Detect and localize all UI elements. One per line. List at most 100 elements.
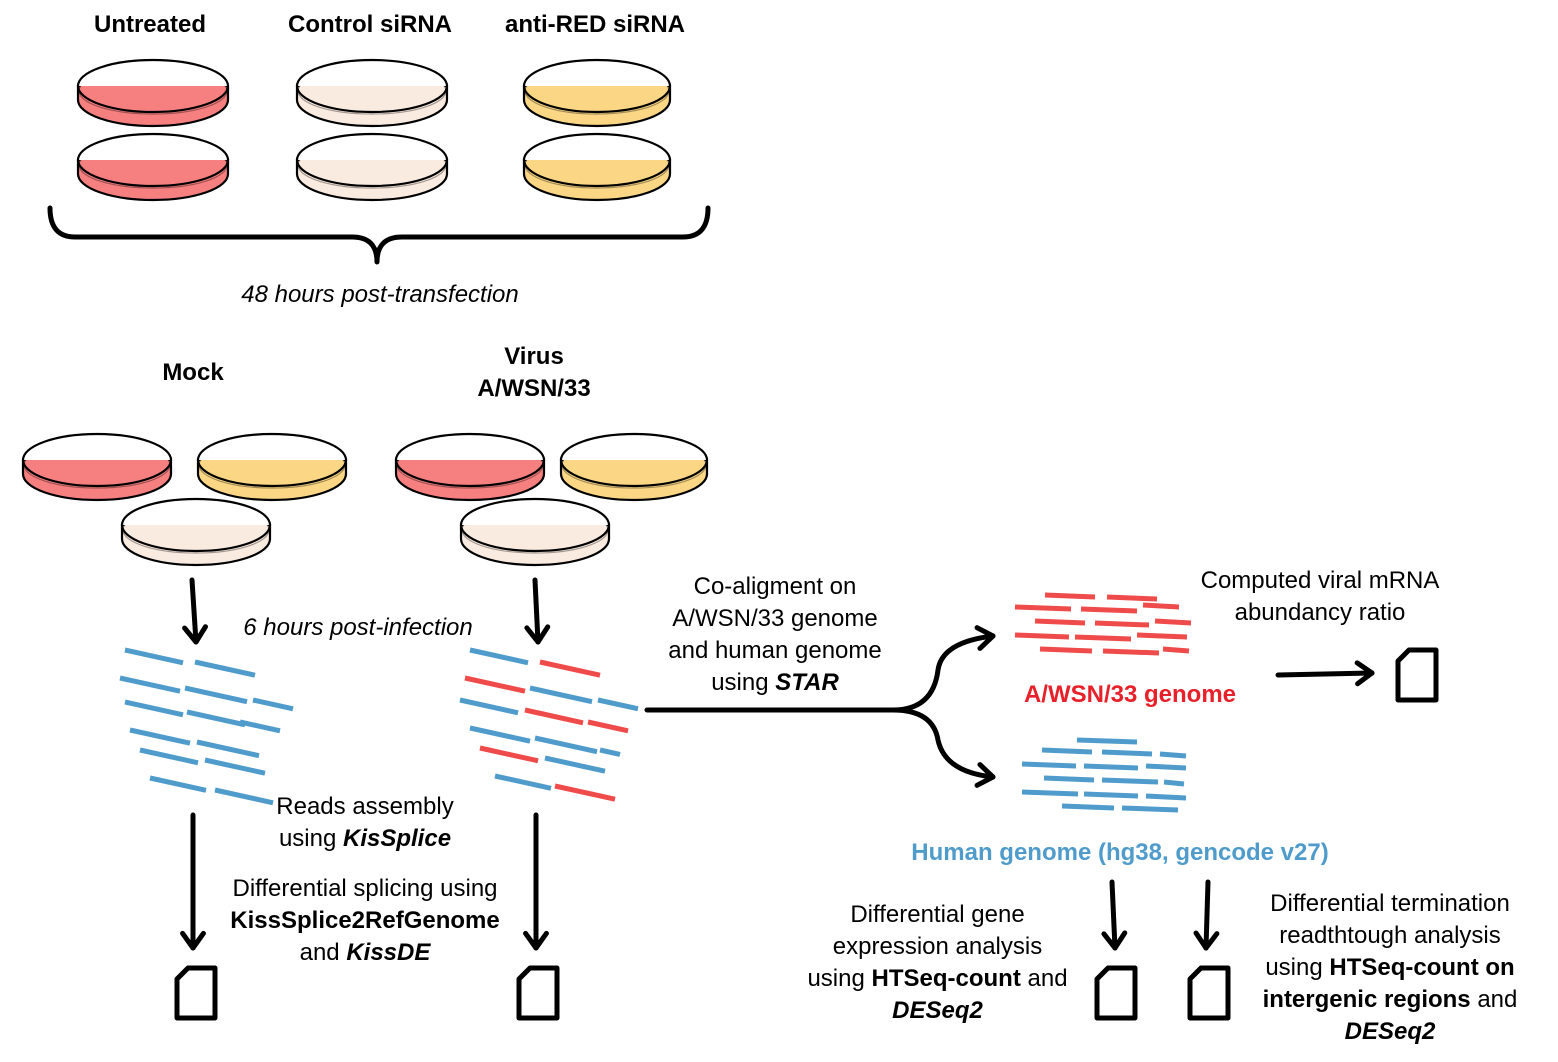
sequencing-read: [1076, 737, 1138, 745]
assembly-line1: Reads assembly: [276, 793, 454, 820]
sequencing-read: [1106, 594, 1158, 602]
alignment-line4: using STAR: [640, 667, 910, 699]
branch-arrow-human-head: [974, 762, 996, 788]
right-arrow-icon: [1275, 670, 1375, 678]
dish-virus-untreated: [394, 432, 546, 502]
down-arrow-icon: [1109, 879, 1118, 951]
branch-arrow-human: [890, 707, 996, 780]
readthrough-line4: intergenic regions and: [1240, 984, 1540, 1016]
virus-label: Virus A/WSN/33: [444, 341, 624, 405]
splicing-line3: and KissDE: [205, 937, 525, 969]
document-icon: [1187, 965, 1231, 1021]
sequencing-read: [1034, 618, 1086, 626]
group-label-control: Control siRNA: [288, 11, 452, 38]
sequencing-reads-icon: [1021, 737, 1187, 813]
sequencing-read: [587, 719, 629, 734]
sequencing-read: [539, 659, 601, 678]
sequencing-read: [119, 675, 181, 694]
sequencing-read: [479, 745, 539, 764]
sequencing-read: [1014, 604, 1072, 612]
sequencing-read: [186, 709, 246, 728]
gene-expression-line3-suffix: and: [1020, 965, 1068, 992]
flow-arrows: [180, 577, 1375, 951]
sequencing-read: [1039, 646, 1093, 654]
sequencing-reads-icon: [459, 647, 639, 802]
sequencing-reads: [119, 592, 1192, 813]
sequencing-read: [1136, 632, 1188, 640]
readthrough-line2: readthtough analysis: [1279, 922, 1501, 949]
sequencing-read: [1154, 618, 1192, 626]
splicing-line3-prefix: and: [299, 939, 347, 966]
sequencing-read: [1102, 648, 1160, 656]
sequencing-reads-icon: [1014, 592, 1192, 656]
sequencing-read: [459, 697, 519, 716]
branch-arrow-viral-head: [974, 625, 996, 651]
sequencing-read: [1162, 646, 1190, 654]
readthrough-line5: DESeq2: [1344, 1018, 1436, 1045]
group-label-antired: anti-RED siRNA: [504, 11, 685, 38]
sequencing-read: [124, 699, 184, 718]
sequencing-read: [239, 719, 281, 734]
splicing-label: Differential splicing using KissSplice2R…: [205, 873, 525, 969]
alignment-line4-prefix: using: [711, 669, 776, 696]
assembly-line2-prefix: using: [278, 825, 343, 852]
assembly-label: Reads assembly using KisSplice: [250, 791, 480, 855]
gene-expression-line3-prefix: using: [807, 965, 872, 992]
sequencing-read: [214, 787, 274, 806]
down-arrow-icon: [1203, 879, 1211, 951]
sequencing-read: [1014, 632, 1070, 640]
sequencing-read: [1142, 602, 1180, 610]
group-label-untreated: Untreated: [93, 11, 207, 38]
sequencing-read: [599, 747, 621, 757]
sequencing-read: [1159, 751, 1187, 759]
sequencing-read: [1145, 763, 1187, 771]
dish-control-1: [295, 58, 449, 128]
dish-virus-antired: [559, 432, 709, 502]
viral-genome-label: A/WSN/33 genome: [1023, 681, 1237, 708]
dish-antired-1: [522, 58, 672, 128]
sequencing-read: [1163, 779, 1185, 787]
viral-ratio-line1: Computed viral mRNA: [1200, 567, 1440, 594]
document-icon: [1094, 965, 1138, 1021]
readthrough-label: Differential termination readthtough ana…: [1240, 888, 1540, 1048]
sequencing-read: [469, 725, 531, 744]
down-arrow-icon: [532, 577, 541, 645]
sequencing-reads-icon: [119, 647, 294, 806]
document-icon: [516, 965, 560, 1021]
sequencing-read: [129, 727, 191, 746]
sequencing-read: [139, 747, 199, 766]
viral-ratio-label: Computed viral mRNA abundancy ratio: [1160, 565, 1480, 629]
transfection-time-label: 48 hours post-transfection: [241, 281, 519, 308]
gene-expression-tool-htseq: HTSeq-count: [871, 965, 1021, 992]
sequencing-read: [544, 755, 606, 774]
sequencing-read: [149, 775, 207, 793]
sequencing-read: [1061, 803, 1115, 811]
mock-label: Mock: [162, 359, 224, 386]
gene-expression-line1: Differential gene: [850, 901, 1025, 928]
sequencing-read: [597, 697, 639, 712]
gene-expression-label: Differential gene expression analysis us…: [785, 899, 1090, 1027]
sequencing-read: [124, 647, 184, 666]
down-arrow-icon-head: [1193, 930, 1220, 951]
sequencing-read: [529, 685, 593, 705]
virus-label-line1: Virus: [504, 343, 564, 370]
sequencing-read: [1145, 793, 1187, 801]
down-arrow-icon-head: [180, 930, 206, 951]
right-arrow-icon-head: [1354, 660, 1375, 687]
sequencing-read: [1044, 592, 1096, 600]
down-arrow-icon-head: [182, 624, 208, 645]
sequencing-read: [1101, 777, 1159, 785]
alignment-line1: Co-aligment on: [693, 573, 857, 600]
gene-expression-line4: DESeq2: [892, 997, 983, 1024]
sequencing-read: [494, 773, 552, 791]
sequencing-read: [1021, 789, 1079, 797]
sequencing-read: [524, 707, 584, 726]
gene-expression-line3: using HTSeq-count and: [785, 963, 1090, 995]
dish-mock-control: [120, 497, 272, 567]
sequencing-read: [464, 675, 526, 694]
dish-untreated-1: [76, 58, 230, 128]
assembly-tool-kissplice: KisSplice: [343, 825, 452, 852]
dish-control-2: [295, 132, 449, 202]
splicing-line1: Differential splicing using: [232, 875, 498, 902]
